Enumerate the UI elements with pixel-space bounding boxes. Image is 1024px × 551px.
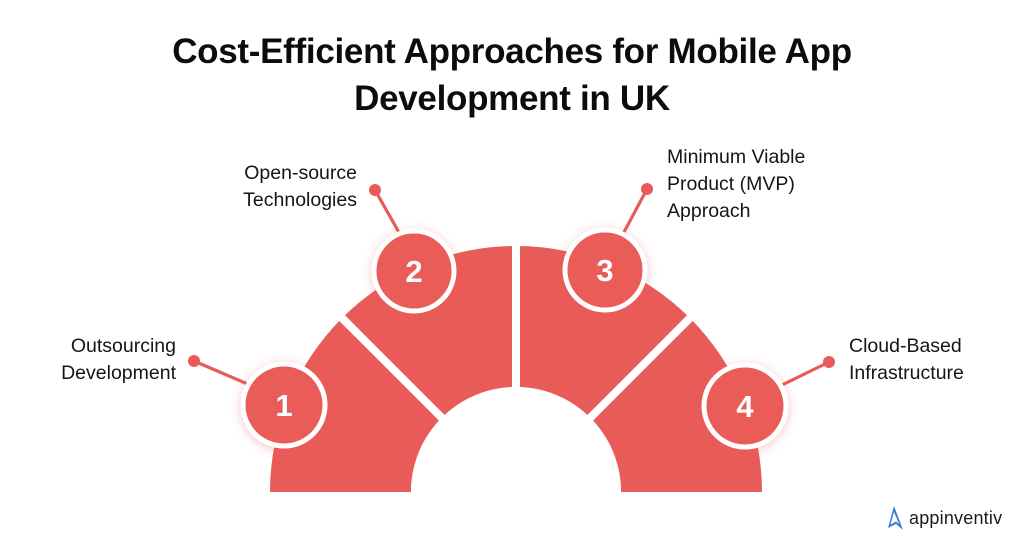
badge-3-number: 3 [596,253,613,288]
appinventiv-a-logo-icon [888,506,903,530]
label-3-line-2: Product (MVP) [667,173,795,195]
badge-4-number: 4 [736,389,754,424]
label-3-line-1: Minimum Viable [667,146,806,168]
baseline-mask [0,493,1024,551]
label-item-2: Open-source Technologies [243,160,357,214]
connectors [192,187,831,388]
label-1-line-2: Development [61,362,176,384]
title-line-2: Development in UK [354,79,670,118]
connector-4 [778,360,831,388]
connector-dot-2 [369,184,381,196]
label-4-line-2: Infrastructure [849,362,964,384]
badge-4 [701,362,789,450]
brand-logo: appinventiv [884,503,1002,533]
badge-1 [240,361,328,449]
diagram-title: Cost-Efficient Approaches for Mobile App… [0,28,1024,122]
connector-dot-1 [188,355,200,367]
label-item-4: Cloud-Based Infrastructure [849,333,964,387]
label-1-line-1: Outsourcing [70,335,176,357]
connector-dots [188,183,835,368]
badge-1-number: 1 [275,388,292,423]
label-item-3: Minimum Viable Product (MVP) Approach [667,144,805,225]
label-3-line-3: Approach [667,200,751,222]
badge-2-number: 2 [405,254,422,289]
logo-text: appinventiv [909,507,1003,528]
inner-cutout [411,387,621,492]
title-line-1: Cost-Efficient Approaches for Mobile App [172,32,852,71]
connector-dot-3 [641,183,653,195]
connector-dot-4 [823,356,835,368]
label-2-line-1: Open-source [244,162,357,184]
label-4-line-1: Cloud-Based [849,335,962,357]
label-2-line-2: Technologies [243,189,357,211]
label-item-1: Outsourcing Development [61,333,176,387]
connector-3 [621,187,649,236]
badge-3 [562,227,648,313]
badge-2 [371,228,457,314]
connector-1 [192,359,252,387]
connector-2 [373,188,403,238]
